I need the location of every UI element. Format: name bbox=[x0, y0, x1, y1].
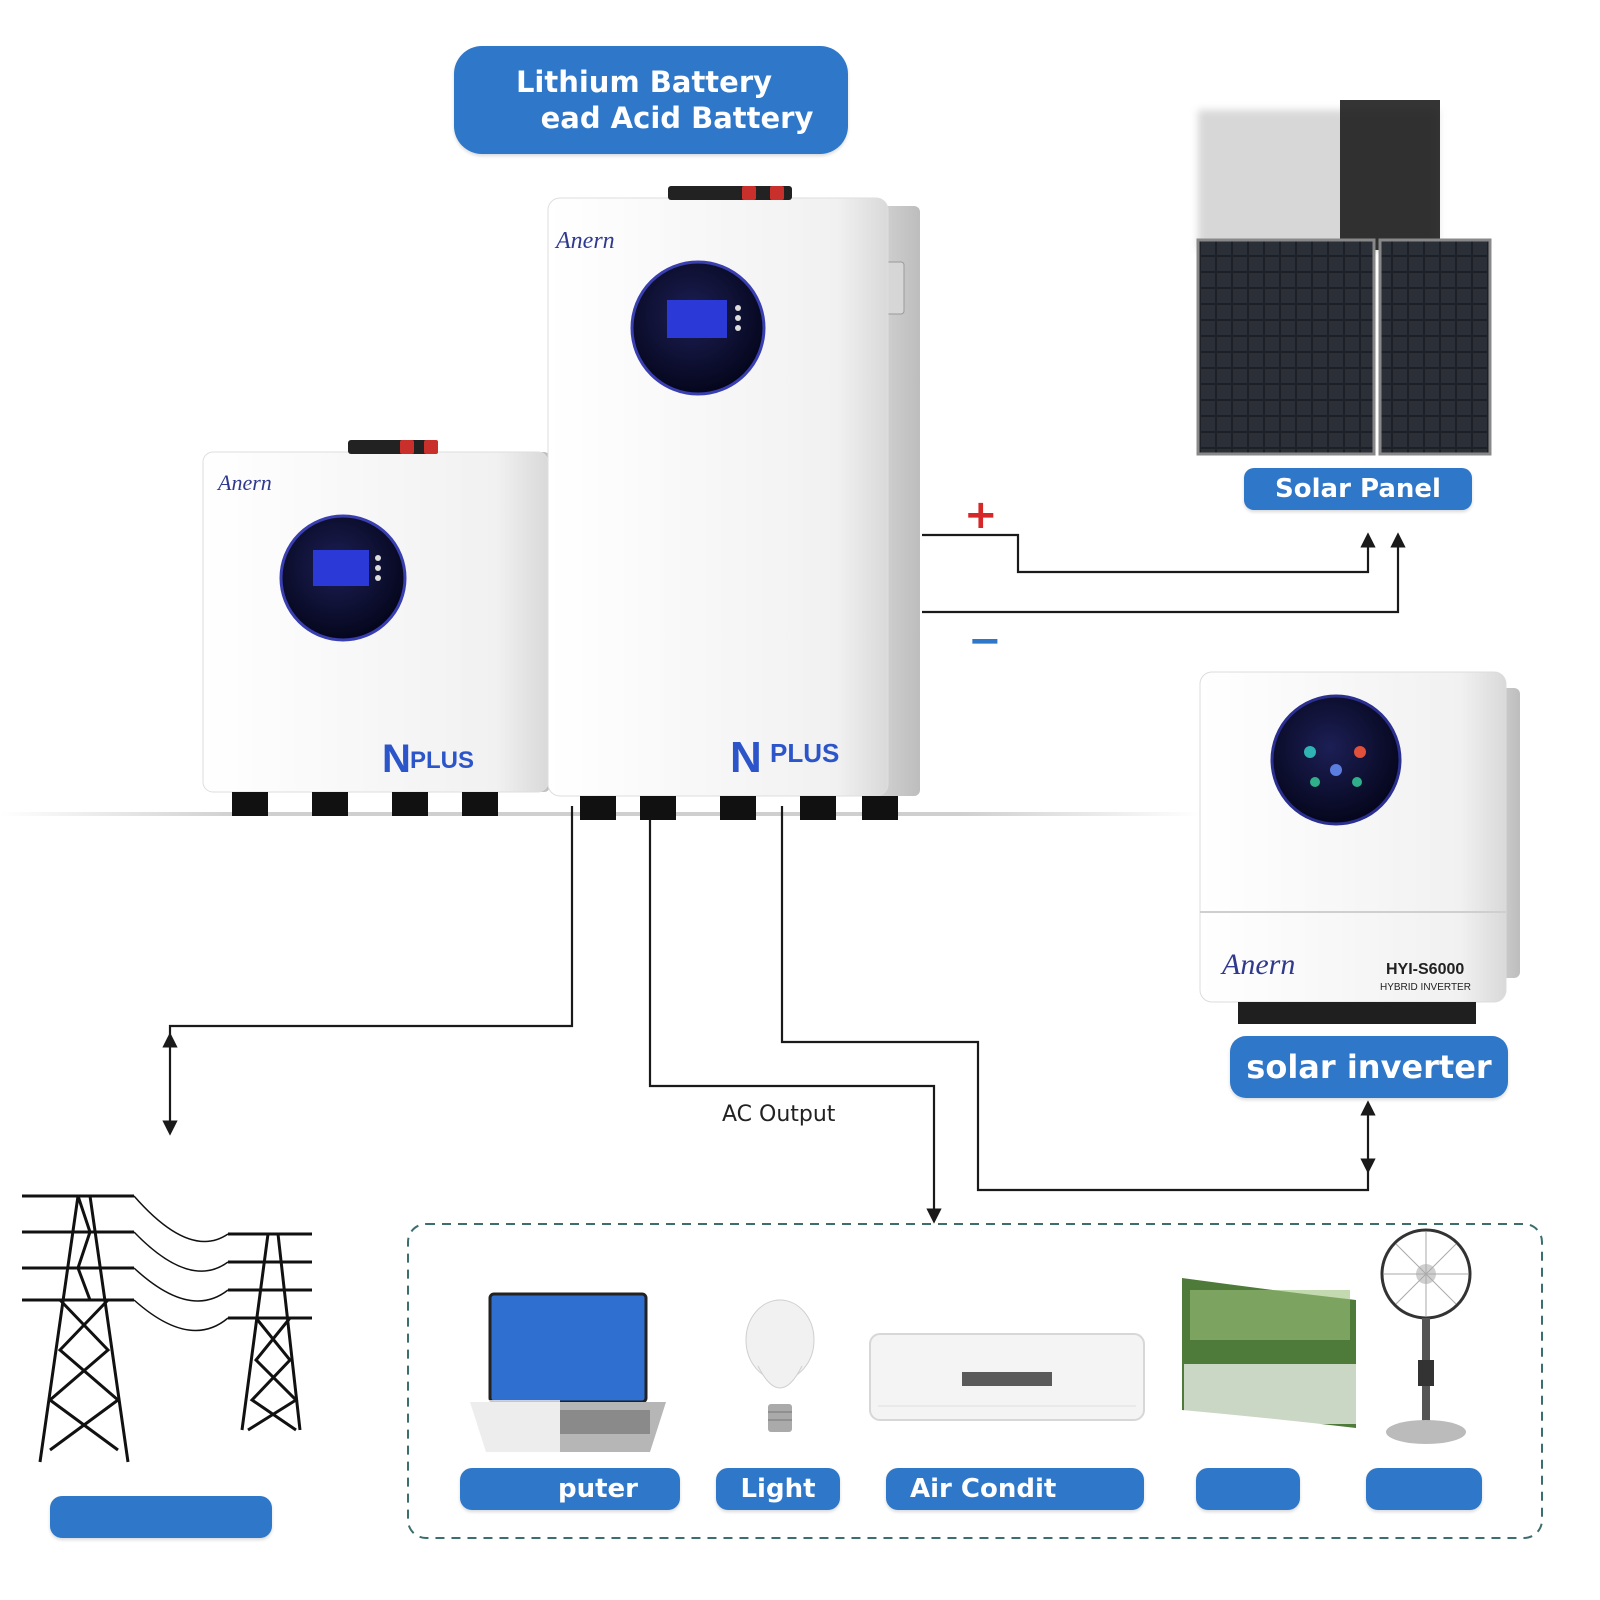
appliance-label-tv bbox=[1196, 1468, 1300, 1510]
fan-icon bbox=[1380, 1228, 1472, 1444]
appliances-panel bbox=[407, 1223, 1543, 1539]
appliance-label-light: Light bbox=[716, 1468, 840, 1510]
laptop-icon bbox=[470, 1292, 666, 1460]
lightbulb-icon bbox=[745, 1299, 815, 1432]
solar-inverter-label: solar inverter bbox=[1230, 1036, 1508, 1098]
appliance-label-air-conditioner: Air Condit bbox=[886, 1468, 1144, 1510]
small-battery-product-n: N bbox=[382, 737, 411, 781]
inverter-brand: Anern bbox=[1220, 948, 1295, 981]
tall-battery-product-n: N bbox=[730, 733, 762, 782]
power-tower-icon bbox=[22, 1194, 312, 1463]
inverter-image bbox=[1199, 671, 1520, 1024]
grid-label bbox=[50, 1496, 272, 1538]
appliance-label-computer: puter bbox=[460, 1468, 680, 1510]
solar-panel-image bbox=[1196, 100, 1492, 456]
tv-icon bbox=[1182, 1278, 1356, 1428]
positive-wire bbox=[922, 532, 1376, 574]
small-battery-brand: Anern bbox=[216, 470, 272, 495]
negative-wire bbox=[922, 532, 1406, 614]
negative-sign: − bbox=[968, 618, 1002, 664]
battery-type-label: Lithium Battery ead Acid Battery bbox=[454, 46, 848, 154]
ac-output-label: AC Output bbox=[722, 1102, 836, 1127]
battery-type-line1: Lithium Battery bbox=[515, 64, 773, 99]
ac-output-wire bbox=[648, 820, 942, 1224]
tall-battery-product: PLUS bbox=[770, 738, 839, 768]
tall-battery-unit bbox=[547, 186, 920, 820]
inverter-wire bbox=[780, 806, 1370, 1192]
inverter-model: HYI-S6000 bbox=[1386, 961, 1464, 978]
battery-type-line2: ead Acid Battery bbox=[540, 101, 814, 135]
small-battery-product: PLUS bbox=[410, 747, 474, 774]
solar-panel-label: Solar Panel bbox=[1244, 468, 1472, 510]
wires bbox=[162, 532, 1406, 1224]
inverter-screen bbox=[1270, 694, 1402, 826]
positive-sign: + bbox=[964, 492, 998, 538]
grid-wire bbox=[168, 806, 574, 1035]
air-conditioner-icon bbox=[869, 1333, 1145, 1421]
inverter-subtitle: HYBRID INVERTER bbox=[1380, 982, 1471, 993]
small-battery-unit bbox=[202, 440, 550, 816]
appliance-label-fan bbox=[1366, 1468, 1482, 1510]
tall-battery-brand: Anern bbox=[554, 228, 615, 254]
